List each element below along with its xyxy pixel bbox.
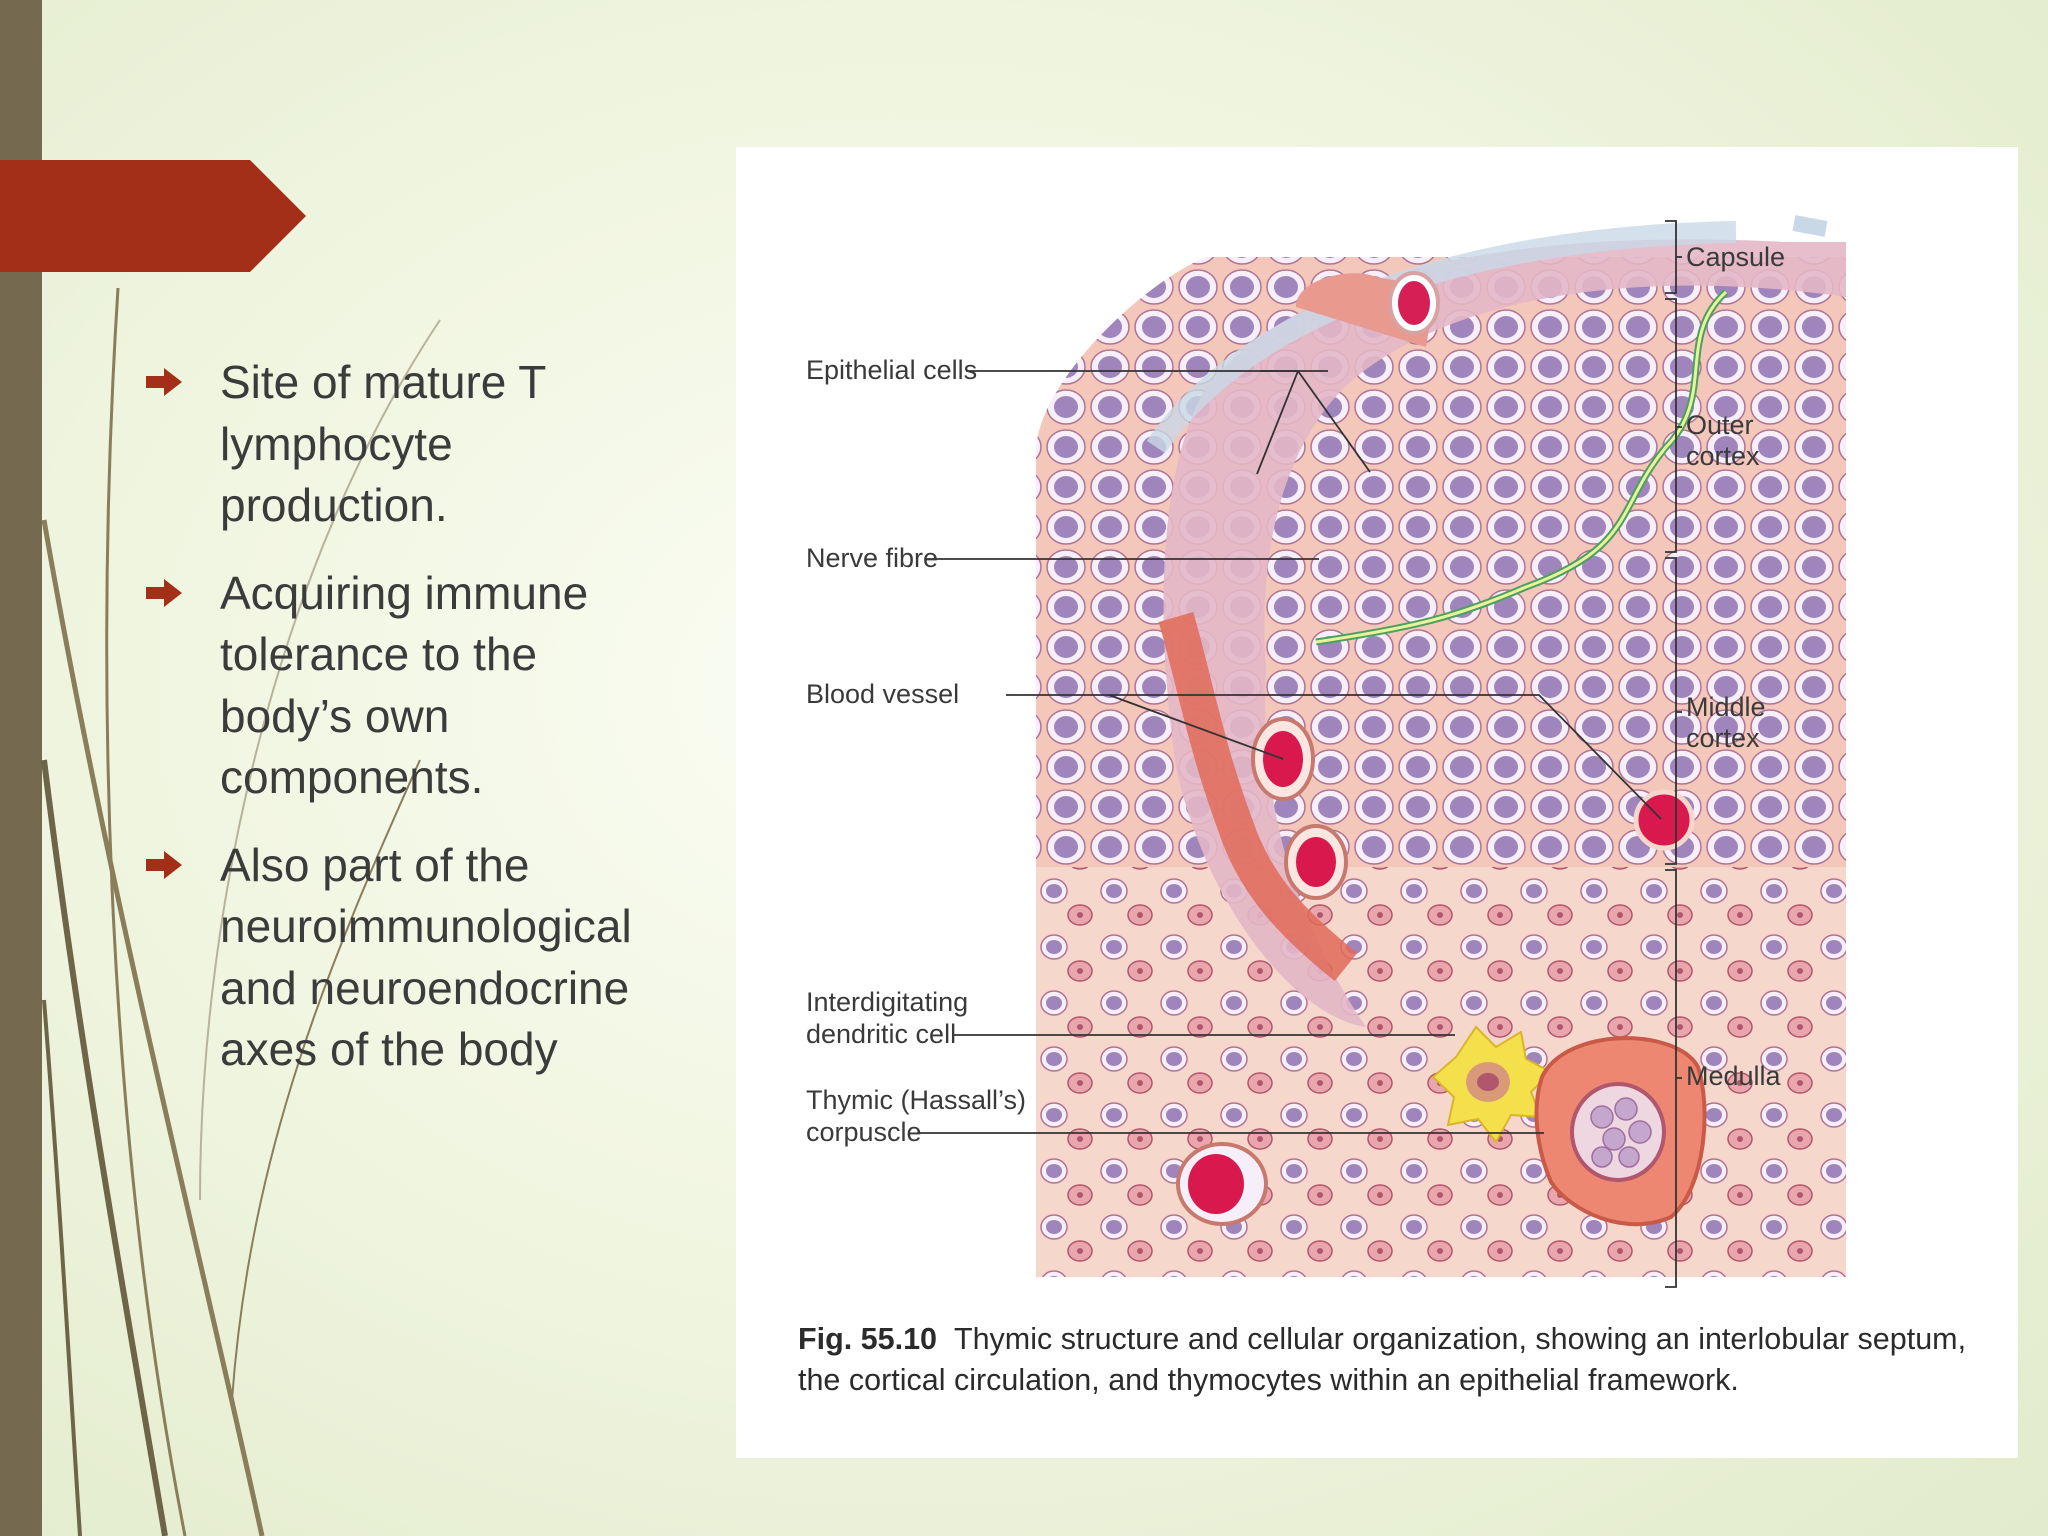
bullet-arrow-icon bbox=[146, 368, 182, 396]
label-nerve-fibre: Nerve fibre bbox=[806, 543, 938, 573]
figure-caption-text: Thymic structure and cellular organizati… bbox=[798, 1322, 1967, 1397]
label-epithelial-cells: Epithelial cells bbox=[806, 355, 977, 385]
bullet-item: Acquiring immune tolerance to the body’s… bbox=[140, 563, 660, 809]
label-interdigitating-line2: dendritic cell bbox=[806, 1019, 956, 1049]
label-medulla: Medulla bbox=[1686, 1061, 1782, 1091]
bullet-list: Site of mature T lymphocyte production. … bbox=[140, 352, 660, 1107]
label-thymic-line2: corpuscle bbox=[806, 1117, 922, 1147]
diagram-labels: Epithelial cells Nerve fibre Blood vesse… bbox=[806, 242, 1785, 1147]
label-outer-line1: Outer bbox=[1686, 410, 1754, 440]
figure-number: Fig. 55.10 bbox=[798, 1322, 938, 1356]
figure-caption: Fig. 55.10 Thymic structure and cellular… bbox=[798, 1319, 1988, 1401]
label-interdigitating-line1: Interdigitating bbox=[806, 987, 968, 1017]
label-capsule: Capsule bbox=[1686, 242, 1785, 272]
thymus-diagram: Epithelial cells Nerve fibre Blood vesse… bbox=[806, 215, 1854, 1291]
bullet-item: Site of mature T lymphocyte production. bbox=[140, 352, 660, 537]
label-outer-line2: cortex bbox=[1686, 441, 1760, 471]
label-thymic-line1: Thymic (Hassall’s) bbox=[806, 1085, 1026, 1115]
bullet-arrow-icon bbox=[146, 578, 182, 607]
bullet-arrow-icon bbox=[146, 850, 182, 879]
decorative-grass-lines bbox=[41, 287, 441, 1536]
bullet-text: Site of mature T lymphocyte production. bbox=[220, 356, 546, 531]
label-middle-line1: Middle bbox=[1686, 692, 1766, 722]
title-arrow-tab bbox=[0, 160, 306, 272]
tissue-illustration bbox=[1034, 215, 1854, 1291]
bullet-item: Also part of the neuroimmunological and … bbox=[140, 835, 660, 1081]
label-middle-line2: cortex bbox=[1686, 723, 1760, 753]
bullet-text: Also part of the neuroimmunological and … bbox=[220, 838, 632, 1076]
figure-panel: Epithelial cells Nerve fibre Blood vesse… bbox=[736, 147, 2018, 1458]
label-blood-vessel: Blood vessel bbox=[806, 679, 959, 709]
label-leader-lines bbox=[917, 220, 1682, 1288]
bullet-text: Acquiring immune tolerance to the body’s… bbox=[220, 566, 589, 804]
